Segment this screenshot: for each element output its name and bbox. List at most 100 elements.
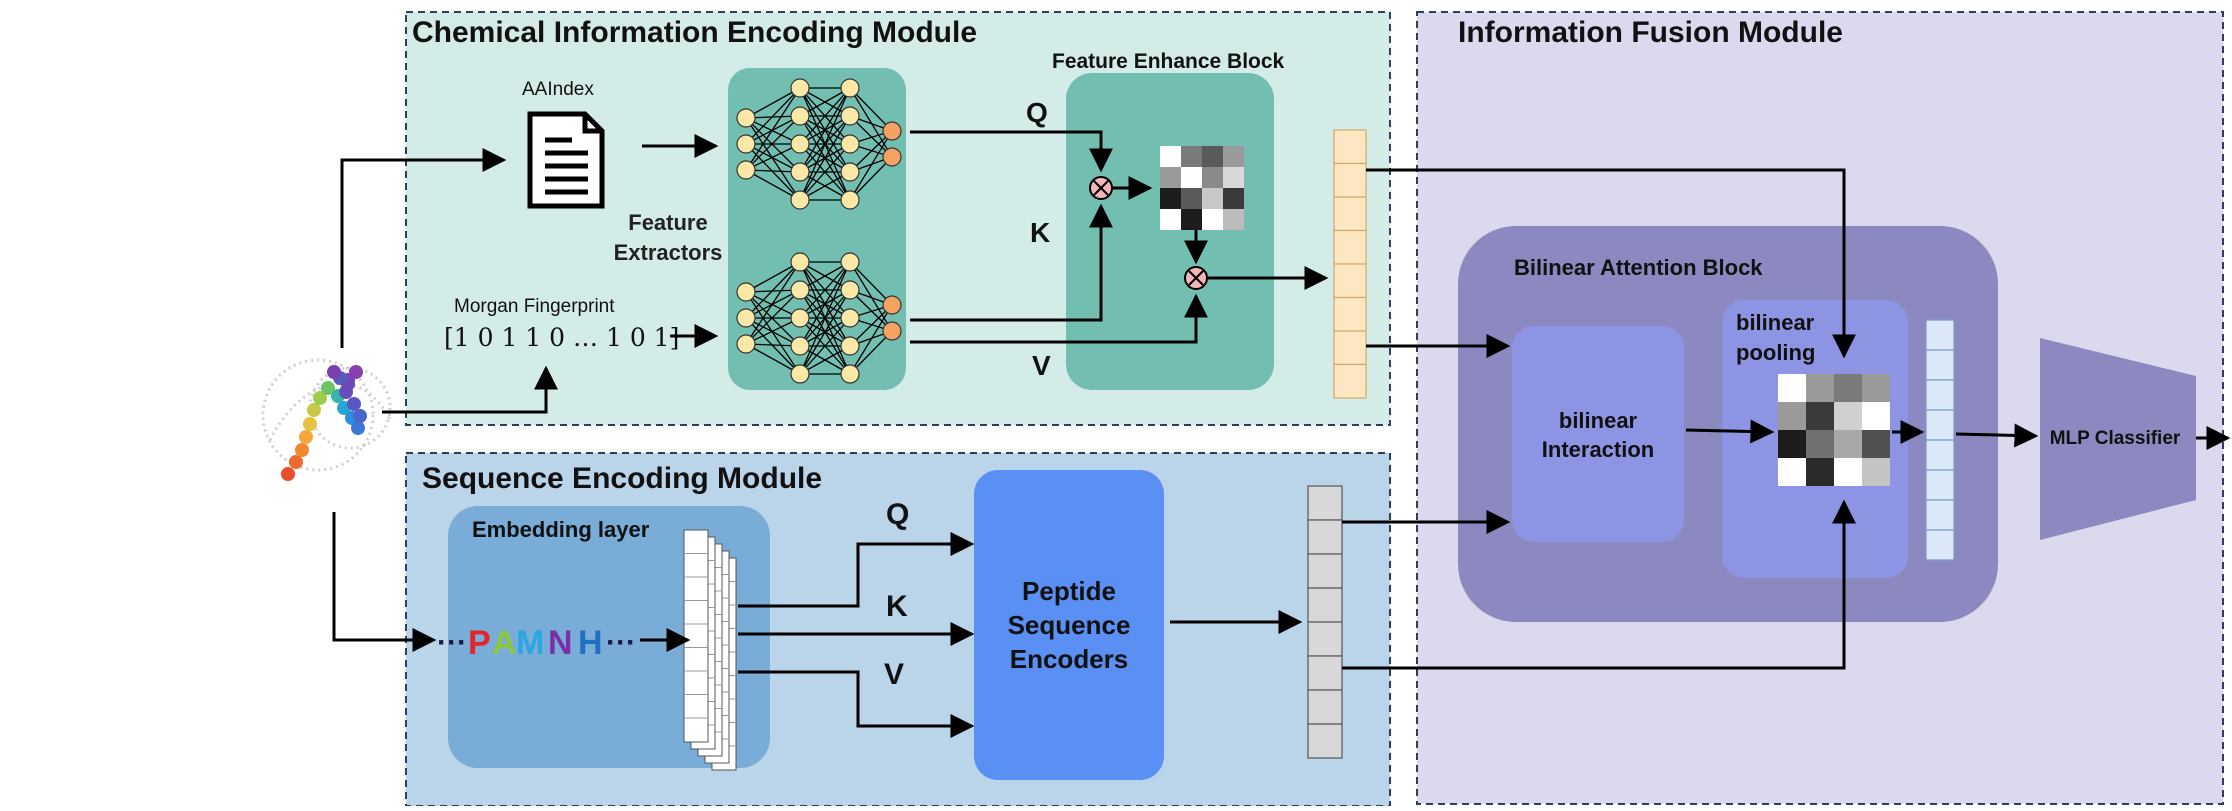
nn-edge: [745, 117, 801, 173]
matrix-cell: [1223, 146, 1244, 167]
chemical-module-title: Chemical Information Encoding Module: [412, 16, 977, 49]
molecule-bead: [321, 381, 335, 395]
matrix-cell: [1834, 458, 1862, 486]
chem-k-label: K: [1030, 217, 1050, 248]
nn-edge: [849, 330, 893, 375]
nn-node: [882, 147, 902, 167]
embedding-layer-label: Embedding layer: [472, 517, 650, 542]
sequence-module-title: Sequence Encoding Module: [422, 462, 822, 495]
bilinear-pooling-line1: bilinear: [1736, 310, 1815, 335]
peptide-letter-p: P: [468, 624, 491, 662]
bilinear-interaction-box: [1512, 326, 1684, 542]
aaindex-label: AAIndex: [522, 79, 594, 100]
nn-node: [840, 106, 860, 126]
nn-edge: [849, 304, 893, 347]
seq-q-label: Q: [886, 498, 909, 531]
nn-edge: [849, 87, 893, 132]
vector-cell: [1333, 129, 1367, 165]
nn-edge: [745, 291, 801, 375]
nn-node: [840, 134, 860, 154]
vector-cell: [1333, 263, 1367, 299]
nn-node: [882, 321, 902, 341]
nn-edge: [849, 130, 893, 173]
matrix-cell: [1806, 430, 1834, 458]
matrix-cell: [1160, 146, 1181, 167]
chem-q-label: Q: [1026, 97, 1048, 128]
vector-cell: [1925, 469, 1955, 501]
peptide-dots-right: ···: [606, 626, 636, 659]
neural-network-icon: [736, 252, 902, 384]
nn-edge: [745, 317, 801, 345]
nn-edge: [745, 261, 801, 319]
nn-edge: [849, 115, 893, 158]
nn-node: [882, 295, 902, 315]
neural-network-icon: [736, 78, 902, 210]
molecule-bead: [281, 467, 295, 481]
nn-node: [840, 162, 860, 182]
vector-cell: [1307, 519, 1343, 555]
vector-cell: [1307, 655, 1343, 691]
vector-cell: [1307, 723, 1343, 759]
nn-node: [840, 364, 860, 384]
encoder-label-line3: Encoders: [1010, 644, 1129, 674]
molecule-bead: [299, 430, 313, 444]
nn-edge: [849, 87, 893, 158]
multiply-icon: [1184, 266, 1208, 290]
nn-node: [736, 282, 756, 302]
mlp-classifier-shape: [2040, 338, 2196, 540]
bilinear-pooling-line2: pooling: [1736, 340, 1815, 365]
nn-edge: [745, 317, 801, 375]
nn-edge: [799, 261, 851, 347]
nn-edge: [799, 261, 851, 319]
nn-edge: [745, 291, 801, 347]
matrix-cell: [1778, 458, 1806, 486]
nn-edge: [745, 115, 801, 171]
nn-edge: [745, 317, 801, 347]
bilinear-interaction-line2: Interaction: [1542, 437, 1654, 462]
matrix-cell: [1834, 430, 1862, 458]
vector-cell: [1307, 553, 1343, 589]
vector-cell: [1307, 621, 1343, 657]
molecule-bead: [295, 443, 309, 457]
peptide-letter-a: A: [492, 624, 517, 662]
matrix-cell: [1202, 209, 1223, 230]
embedding-sheet: [683, 529, 709, 743]
vector-cell: [1333, 196, 1367, 232]
nn-edge: [745, 87, 801, 145]
nn-node: [790, 280, 810, 300]
nn-edge: [849, 304, 893, 375]
matrix-cell: [1181, 146, 1202, 167]
matrix-cell: [1862, 458, 1890, 486]
nn-node: [736, 334, 756, 354]
nn-edge: [799, 261, 851, 375]
matrix-cell: [1181, 188, 1202, 209]
chemical-feature-vector: [1333, 129, 1367, 399]
molecule-bead: [353, 409, 367, 423]
feature-extractors-label-line1: Feature: [628, 210, 707, 235]
vector-cell: [1307, 689, 1343, 725]
seq-v-label: V: [884, 658, 904, 691]
matrix-cell: [1181, 209, 1202, 230]
molecule-bead: [307, 403, 321, 417]
feature-extractors-label-line2: Extractors: [614, 240, 723, 265]
multiply-icon: [1089, 176, 1113, 200]
nn-edge: [799, 115, 851, 201]
matrix-cell: [1223, 188, 1244, 209]
vector-cell: [1925, 439, 1955, 471]
feature-extractor-panel: [728, 68, 906, 390]
peptide-molecule-icon: [261, 358, 392, 481]
chem-v-label: V: [1032, 350, 1051, 381]
vector-cell: [1925, 319, 1955, 351]
peptide-letter-m: M: [516, 624, 544, 662]
nn-edge: [745, 117, 801, 145]
bilinear-interaction-line1: bilinear: [1559, 408, 1638, 433]
matrix-cell: [1202, 146, 1223, 167]
nn-node: [840, 78, 860, 98]
matrix-cell: [1202, 188, 1223, 209]
nn-edge: [745, 291, 801, 319]
matrix-cell: [1223, 167, 1244, 188]
matrix-cell: [1862, 374, 1890, 402]
vector-cell: [1925, 499, 1955, 531]
